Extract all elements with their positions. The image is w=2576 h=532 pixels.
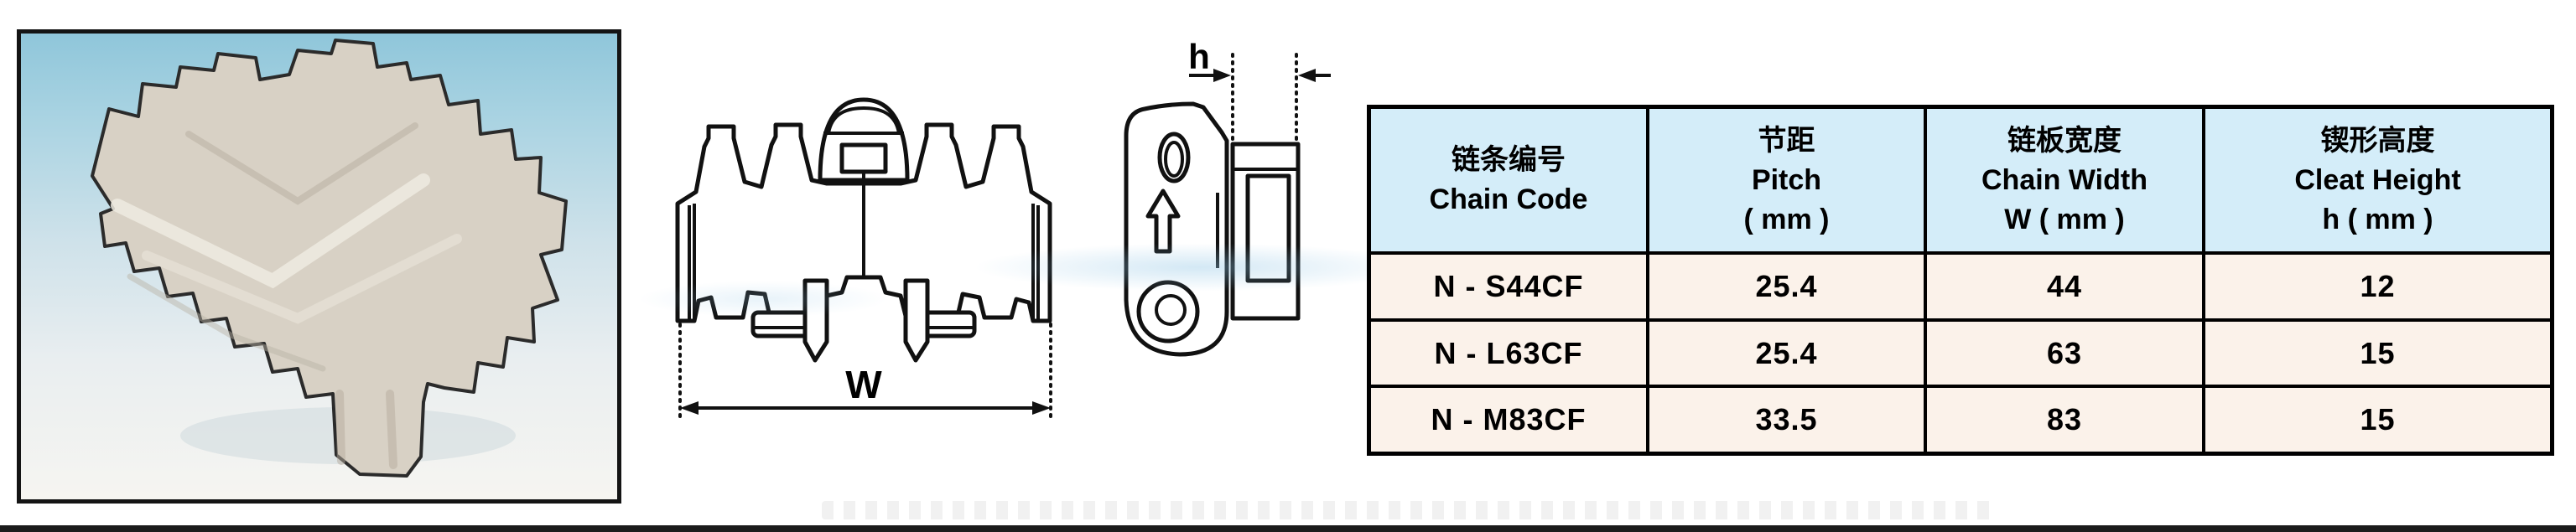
table-row-cell-code: N - M83CF <box>1371 388 1646 452</box>
side-view-drawing: h <box>1124 37 1331 357</box>
header-cleat-height-unit: h ( mm ) <box>2322 203 2433 235</box>
watermark-smudge <box>822 501 1996 519</box>
page-bottom-rule <box>0 525 2576 532</box>
header-cleat-height: 锲形高度 Cleat Height h ( mm ) <box>2205 109 2550 251</box>
header-chain-code-en: Chain Code <box>1429 183 1588 215</box>
front-view-width-label: W <box>845 363 882 406</box>
table-row-cell-pitch: 25.4 <box>1649 255 1924 318</box>
header-cleat-height-zh: 锲形高度 <box>2320 124 2435 157</box>
header-chain-code-zh: 链条编号 <box>1452 144 1566 176</box>
table-row-cell-code: N - L63CF <box>1371 322 1646 385</box>
header-pitch-unit: ( mm ) <box>1743 203 1830 235</box>
chain-part-photo-illustration <box>91 39 568 478</box>
header-chain-width-en: Chain Width <box>1981 163 2148 196</box>
header-cleat-height-en: Cleat Height <box>2294 163 2461 196</box>
table-row-cell-height: 15 <box>2205 388 2550 452</box>
side-view-height-label: h <box>1188 37 1210 76</box>
header-pitch-zh: 节距 <box>1758 124 1815 157</box>
table-row-cell-pitch: 25.4 <box>1649 322 1924 385</box>
header-pitch: 节距 Pitch ( mm ) <box>1649 109 1924 251</box>
table-row-cell-pitch: 33.5 <box>1649 388 1924 452</box>
table-row-cell-width: 63 <box>1927 322 2202 385</box>
table-row-cell-width: 44 <box>1927 255 2202 318</box>
table-row-cell-width: 83 <box>1927 388 2202 452</box>
table-row-cell-code: N - S44CF <box>1371 255 1646 318</box>
header-chain-code: 链条编号 Chain Code <box>1371 109 1646 251</box>
header-chain-width-unit: W ( mm ) <box>2004 203 2125 235</box>
header-pitch-en: Pitch <box>1751 163 1822 196</box>
table-row-cell-height: 15 <box>2205 322 2550 385</box>
table-row-cell-height: 12 <box>2205 255 2550 318</box>
product-photo <box>17 29 621 504</box>
header-chain-width-zh: 链板宽度 <box>2007 124 2122 157</box>
spec-table: 链条编号 Chain Code 节距 Pitch ( mm ) 链板宽度 Cha… <box>1367 105 2554 456</box>
header-chain-width: 链板宽度 Chain Width W ( mm ) <box>1927 109 2202 251</box>
front-view-drawing: W <box>675 97 1052 421</box>
